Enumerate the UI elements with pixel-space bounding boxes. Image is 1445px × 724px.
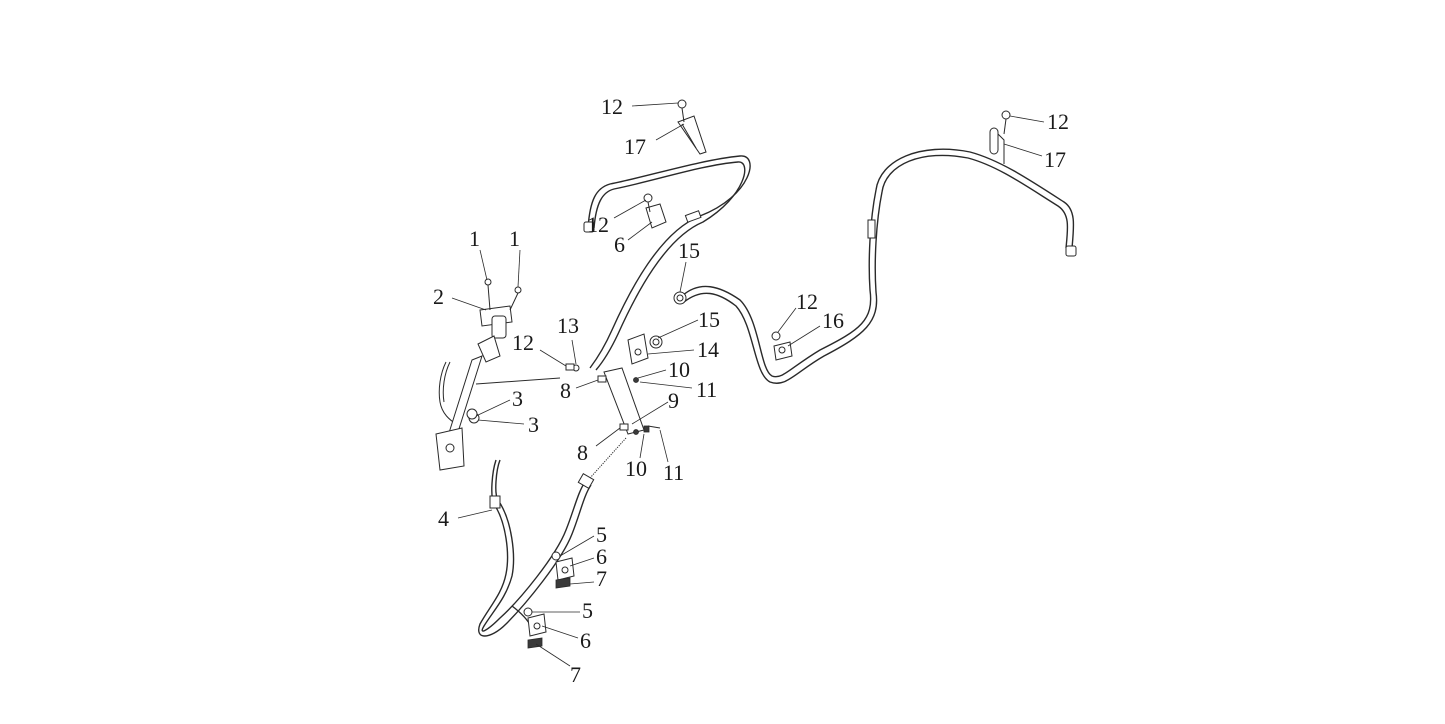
left-sensor-wire	[438, 361, 457, 425]
brake-pedal-assembly	[435, 278, 561, 471]
callout-4: 4	[438, 506, 449, 531]
callout-11-upper: 11	[696, 377, 717, 402]
callout-12-upper: 12	[587, 212, 609, 237]
callout-12-right: 12	[796, 289, 818, 314]
cable-bracket-lower-pair	[523, 607, 547, 649]
callout-1-right: 1	[509, 226, 520, 251]
cable-clip-17-left	[677, 99, 707, 155]
callout-3-upper: 3	[512, 386, 523, 411]
callout-8-lower: 8	[577, 440, 588, 465]
cable-bracket-upper-pair	[551, 551, 575, 589]
callout-6-middle: 6	[596, 544, 607, 569]
callout-labels: 12 17 12 6 1 1 2 15 15 13 12 14 10 11 8 …	[433, 94, 1069, 687]
leader-lines	[451, 102, 1045, 667]
callout-13: 13	[557, 313, 579, 338]
callout-10-upper: 10	[668, 357, 690, 382]
callout-3-lower: 3	[528, 412, 539, 437]
callout-15-lower: 15	[698, 307, 720, 332]
callout-7-lower: 7	[570, 662, 581, 687]
callout-17-top-left: 17	[624, 134, 646, 159]
callout-8-upper: 8	[560, 378, 571, 403]
return-spring	[589, 437, 627, 479]
callout-5-upper: 5	[596, 522, 607, 547]
callout-12-top-right: 12	[1047, 109, 1069, 134]
callout-10-lower: 10	[625, 456, 647, 481]
callout-12-top-left: 12	[601, 94, 623, 119]
cable-fittings	[489, 210, 1077, 509]
callout-16: 16	[822, 308, 844, 333]
cable-clip-17-right	[989, 110, 1011, 164]
brake-lever-linkage	[565, 333, 661, 435]
lower-brake-cable	[481, 459, 586, 632]
callout-5-lower: 5	[582, 598, 593, 623]
cable-group	[438, 148, 1075, 637]
callout-15-upper: 15	[678, 238, 700, 263]
callout-12-center: 12	[512, 330, 534, 355]
callout-6-upper: 6	[614, 232, 625, 257]
callout-1-left: 1	[469, 226, 480, 251]
bracket-6-upper	[643, 193, 667, 229]
callout-7-upper: 7	[596, 566, 607, 591]
long-right-brake-cable	[681, 148, 1075, 378]
callout-11-lower: 11	[663, 460, 684, 485]
callout-2: 2	[433, 284, 444, 309]
callout-17-top-right: 17	[1044, 147, 1066, 172]
cable-bracket-16	[771, 331, 793, 361]
callout-14: 14	[697, 337, 719, 362]
upper-left-brake-cable	[587, 155, 751, 369]
callout-9: 9	[668, 388, 679, 413]
callout-6-lower: 6	[580, 628, 591, 653]
